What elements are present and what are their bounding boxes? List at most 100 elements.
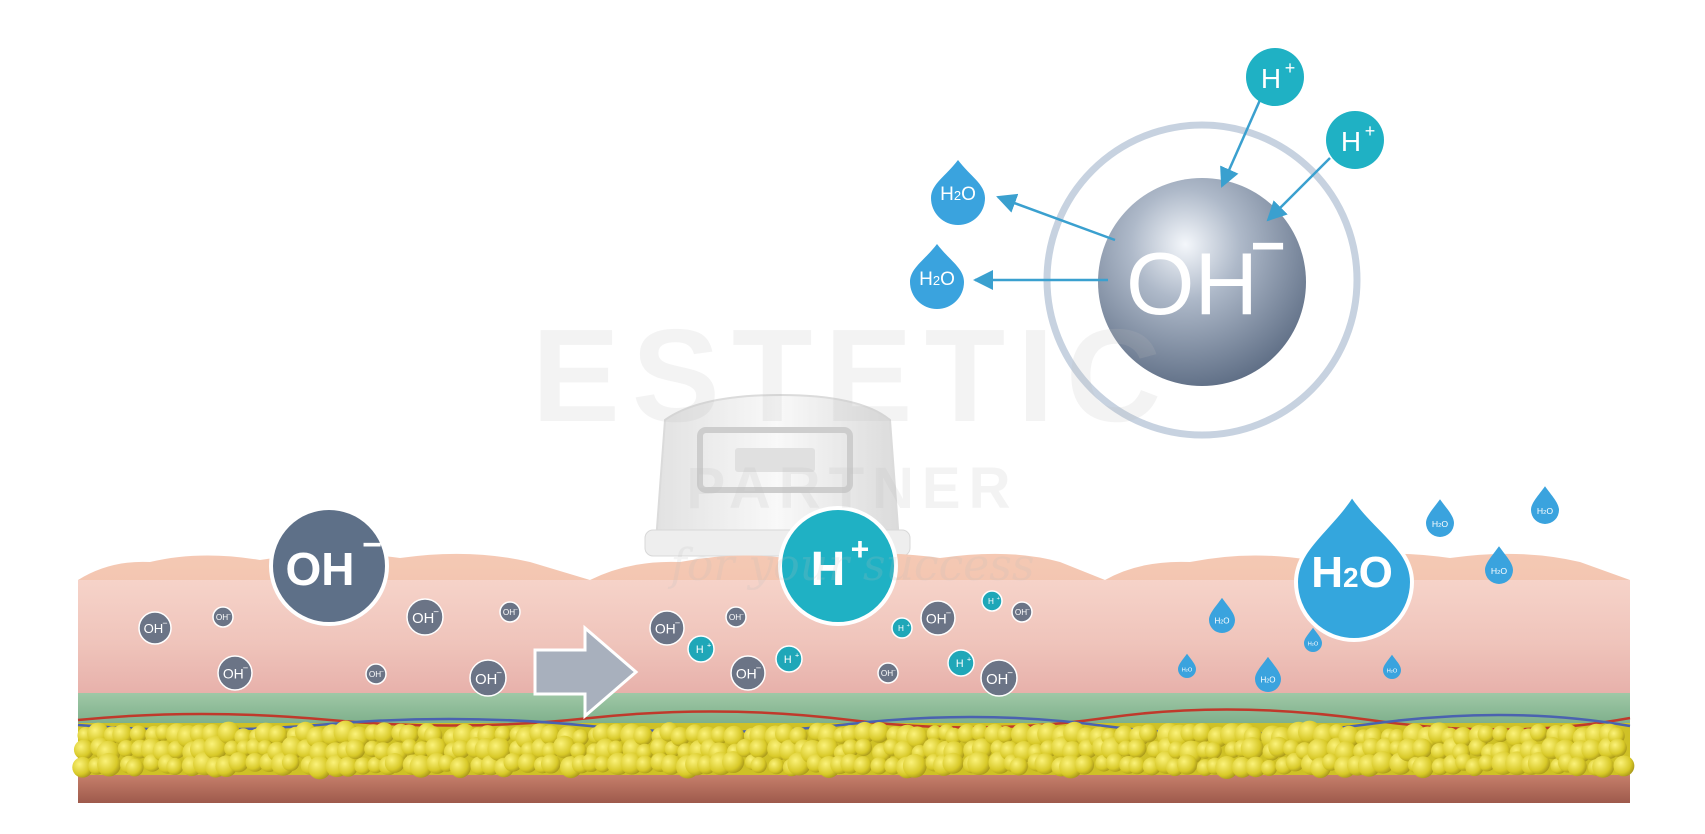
fat-cell	[636, 755, 654, 774]
fat-cell	[1529, 723, 1548, 742]
fat-cell	[1192, 722, 1212, 743]
incoming-proton: H +	[1246, 48, 1304, 106]
hydroxide-ion: OH−	[649, 610, 685, 646]
hydroxide-ion: OH−	[217, 655, 253, 691]
outgoing-water-base: H	[919, 269, 933, 290]
incoming-proton-charge: +	[1365, 121, 1376, 141]
hydroxide-ion: OH−	[469, 659, 507, 697]
reaction-center-base: OH	[1126, 234, 1258, 333]
panel-label-proton-base: H	[811, 543, 846, 596]
svg-text:H: H	[784, 654, 792, 666]
fat-cell	[650, 737, 670, 758]
hydroxide-ion: OH−	[980, 659, 1018, 697]
fat-cell	[1527, 752, 1550, 775]
fat-cell	[670, 727, 690, 747]
water-droplet: H2O	[1209, 597, 1235, 633]
fat-cell	[722, 751, 745, 774]
outgoing-water-sub: 2	[933, 273, 940, 288]
fat-cell	[750, 756, 767, 774]
proton-ion: H+	[687, 635, 715, 663]
fat-cell	[449, 757, 471, 778]
water-droplet: H2O	[1255, 656, 1281, 692]
svg-text:−: −	[433, 607, 439, 618]
svg-text:−: −	[675, 618, 680, 628]
outgoing-water-tail: O	[961, 184, 976, 205]
fat-cell	[906, 726, 929, 749]
incoming-proton-charge: +	[1285, 58, 1296, 78]
panel-label-water-tail: O	[1359, 548, 1393, 597]
fat-cell	[398, 724, 420, 745]
fat-cell	[1127, 738, 1147, 758]
fat-cell	[281, 753, 300, 772]
fat-cell	[957, 724, 977, 744]
svg-text:H2O: H2O	[1182, 668, 1193, 674]
hydroxide-ion: OH−	[1011, 601, 1033, 623]
svg-text:H2O: H2O	[1311, 548, 1393, 597]
fat-cell	[517, 753, 538, 773]
fat-cell	[409, 754, 433, 778]
fat-cell	[401, 738, 418, 756]
fat-cell	[1592, 755, 1615, 778]
fat-cell	[1412, 756, 1434, 779]
hydroxide-sphere	[1098, 178, 1306, 386]
fat-cell	[853, 756, 873, 775]
fat-cell	[1478, 754, 1496, 772]
hydroxide-ion: OH−	[406, 598, 444, 636]
svg-text:OH: OH	[369, 670, 381, 679]
svg-text:−: −	[893, 668, 896, 674]
fat-cell	[451, 739, 471, 759]
fat-cell	[1215, 756, 1239, 780]
blood-vessels	[77, 708, 1631, 736]
svg-text:OH: OH	[736, 665, 757, 681]
proton-ion: H+	[947, 649, 975, 677]
fat-cell	[749, 738, 769, 759]
incoming-proton-base: H	[1261, 63, 1281, 94]
outgoing-water: H2O	[931, 160, 985, 225]
hydroxide-ion: OH−	[138, 611, 172, 645]
fat-cell	[73, 739, 94, 760]
hydroxide-ion: OH−	[725, 606, 747, 628]
svg-text:H2O: H2O	[1491, 566, 1508, 576]
svg-text:H: H	[956, 658, 964, 670]
panel-label-hydroxide-base: OH	[286, 543, 355, 595]
fat-cell	[1452, 726, 1473, 747]
water-droplet: H2O	[1178, 653, 1196, 678]
fat-cell	[1240, 737, 1264, 761]
water-droplet: H2O	[1485, 546, 1513, 584]
fat-cell	[854, 738, 873, 757]
svg-text:OH: OH	[986, 672, 1008, 688]
fat-cell	[594, 755, 612, 773]
svg-text:H: H	[898, 624, 904, 633]
fat-cell	[308, 756, 332, 780]
svg-text:OH: OH	[881, 669, 893, 678]
svg-text:H2O: H2O	[919, 269, 955, 290]
panel-label-hydroxide-charge: −	[362, 526, 382, 564]
svg-text:H2O: H2O	[1260, 676, 1275, 685]
proton-ion: H+	[981, 590, 1003, 612]
svg-text:OH: OH	[655, 620, 676, 636]
fat-cell	[384, 753, 405, 773]
svg-text:−: −	[946, 608, 951, 618]
svg-text:−: −	[243, 663, 248, 673]
fat-cell	[203, 735, 228, 760]
svg-text:−: −	[756, 663, 761, 673]
svg-text:+: +	[907, 623, 910, 629]
outgoing-water: H2O	[910, 244, 964, 309]
svg-text:H2O: H2O	[1537, 506, 1554, 516]
water-droplet: H2O	[1383, 654, 1401, 679]
fat-cell	[816, 737, 839, 761]
reaction-inset: OH − H + H + H2O H2O	[910, 48, 1384, 439]
fat-cell	[487, 737, 511, 761]
hydroxide-ion: OH−	[920, 600, 956, 636]
fat-cell	[868, 722, 890, 743]
svg-text:H2O: H2O	[1432, 519, 1449, 529]
hydroxide-ion: OH−	[212, 606, 234, 628]
svg-text:OH: OH	[503, 608, 515, 617]
fat-cell	[1204, 742, 1222, 760]
fat-cell	[1128, 757, 1146, 775]
fat-cell	[125, 758, 144, 777]
outgoing-water-sub: 2	[954, 188, 961, 203]
fat-cell	[540, 754, 561, 774]
svg-text:OH: OH	[286, 543, 355, 595]
